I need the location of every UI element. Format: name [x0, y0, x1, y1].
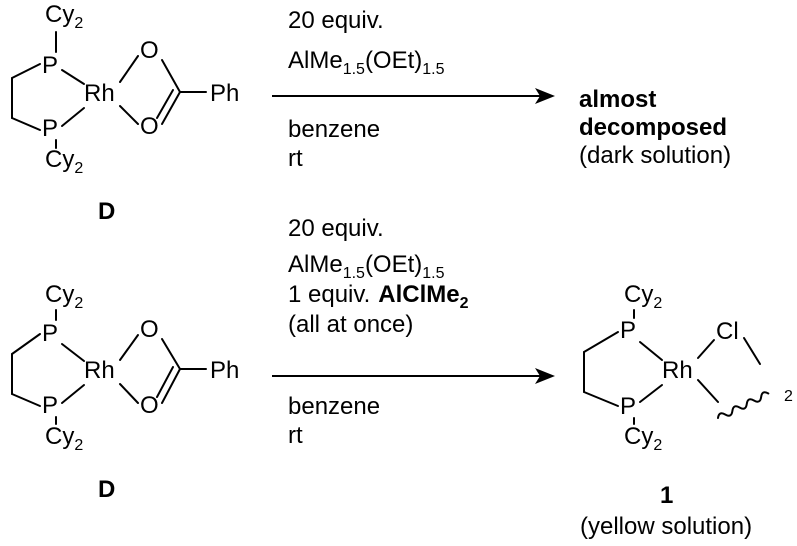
cl-bridge-bond — [743, 337, 761, 365]
cy-label: Cy2 — [45, 423, 83, 454]
o-c-bond — [161, 59, 181, 93]
reagent-amount: 20 equiv. — [288, 7, 384, 34]
reagent-amount: 20 equiv. — [288, 215, 384, 242]
compound-label: D — [98, 476, 115, 503]
dimer-wavy-bond — [717, 391, 770, 419]
cy-label: Cy2 — [45, 1, 83, 32]
reagent-formula: AlMe1.5(OEt)1.5 — [288, 251, 445, 282]
product-note: (dark solution) — [579, 142, 731, 169]
product-text: almost — [579, 86, 656, 113]
compound-label: 1 — [660, 482, 673, 509]
c-o-double-bond — [161, 91, 181, 125]
rh-o-bond — [119, 334, 139, 361]
phosphorus-atom: P — [42, 320, 58, 347]
oxygen-atom: O — [140, 392, 159, 419]
reagent-formula: AlMe1.5(OEt)1.5 — [288, 47, 445, 78]
c-o-double-bond — [156, 89, 174, 119]
ethylene-bond — [583, 331, 619, 353]
phosphorus-atom: P — [42, 52, 58, 79]
cy-label: Cy2 — [624, 423, 662, 454]
phenyl-group: Ph — [210, 80, 239, 107]
ethylene-bond — [11, 117, 41, 131]
rh-bridge-bond — [697, 379, 719, 403]
dimer-subscript: 2 — [784, 388, 793, 405]
p-rh-bond — [61, 384, 85, 404]
additive-line: 1 equiv.AlClMe2 — [288, 281, 469, 312]
ethylene-bond — [11, 63, 41, 79]
arrow-head — [535, 368, 555, 384]
rh-cl-bond — [697, 339, 715, 359]
temperature-label: rt — [288, 422, 303, 449]
ethylene-bond — [583, 391, 619, 407]
rh-o-bond — [119, 55, 139, 83]
c-o-double-bond — [156, 366, 174, 398]
p-rh-bond — [639, 384, 663, 403]
complex-d-bottom: Cy2 P Rh O O Ph P Cy2 — [11, 281, 239, 454]
rhodium-atom: Rh — [84, 357, 115, 384]
rhodium-atom: Rh — [662, 357, 693, 384]
complex-d-top: Cy2 P Rh O O Ph P Cy2 — [11, 1, 239, 177]
p-rh-bond — [61, 107, 85, 127]
p-rh-bond — [61, 343, 85, 362]
complex-1: Cy2 P Rh Cl P Cy2 2 — [583, 281, 793, 454]
arrow-head — [535, 88, 555, 104]
solvent-label: benzene — [288, 393, 380, 420]
phenyl-group: Ph — [210, 357, 239, 384]
chlorine-atom: Cl — [716, 318, 739, 345]
product-text: decomposed — [579, 114, 727, 141]
phosphorus-atom: P — [42, 392, 58, 419]
product-note: (yellow solution) — [580, 513, 752, 540]
p-rh-bond — [639, 341, 663, 361]
solvent-label: benzene — [288, 116, 380, 143]
temperature-label: rt — [288, 145, 303, 172]
oxygen-atom: O — [140, 316, 159, 343]
o-c-bond — [161, 338, 181, 370]
addition-note: (all at once) — [288, 311, 413, 338]
cy-label: Cy2 — [45, 146, 83, 177]
ethylene-bond — [11, 393, 41, 407]
compound-label: D — [98, 198, 115, 225]
cy-label: Cy2 — [45, 281, 83, 312]
cy-label: Cy2 — [624, 281, 662, 312]
ethylene-bond — [11, 333, 41, 355]
phosphorus-atom: P — [620, 393, 636, 420]
phosphorus-atom: P — [620, 317, 636, 344]
c-o-double-bond — [161, 368, 181, 404]
p-rh-bond — [61, 69, 85, 85]
oxygen-atom: O — [140, 113, 159, 140]
rh-o-bond — [119, 105, 139, 125]
rhodium-atom: Rh — [84, 80, 115, 107]
oxygen-atom: O — [140, 37, 159, 64]
rh-o-bond — [119, 383, 139, 404]
phosphorus-atom: P — [42, 115, 58, 142]
